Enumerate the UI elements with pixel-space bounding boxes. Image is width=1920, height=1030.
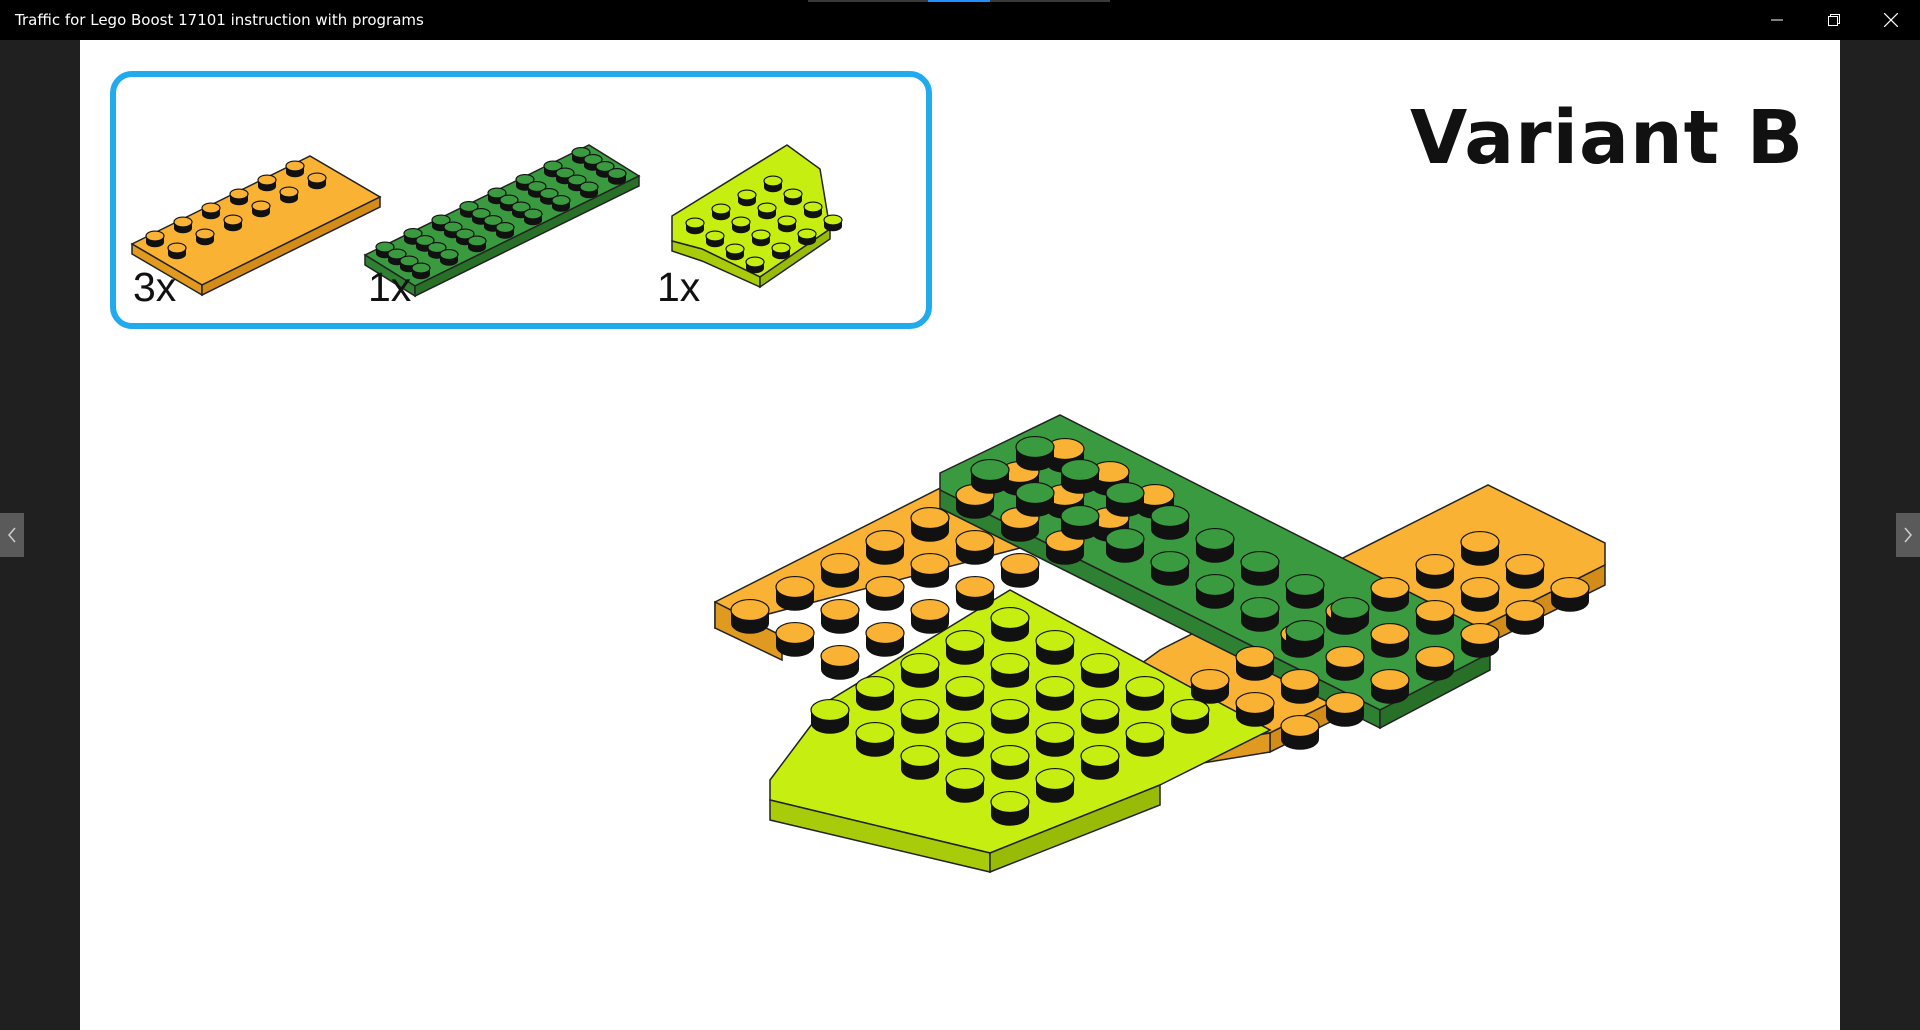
close-button[interactable]	[1862, 0, 1919, 40]
window-title: Traffic for Lego Boost 17101 instruction…	[15, 11, 424, 29]
tab-indicator-active	[928, 0, 990, 2]
variant-heading: Variant B	[1410, 95, 1805, 181]
instruction-page: 3x 1x 1x Variant B	[80, 40, 1840, 1030]
assembly-illustration	[714, 414, 1606, 874]
minimize-button[interactable]	[1748, 0, 1805, 40]
parts-illustration	[130, 144, 843, 298]
tab-indicator	[808, 0, 1110, 2]
chevron-left-icon	[8, 527, 16, 543]
chevron-right-icon	[1904, 527, 1912, 543]
restore-button[interactable]	[1805, 0, 1862, 40]
parts-list	[110, 71, 932, 329]
title-bar: Traffic for Lego Boost 17101 instruction…	[0, 0, 1920, 40]
close-icon	[1883, 13, 1898, 27]
next-page-button[interactable]	[1896, 513, 1920, 557]
previous-page-button[interactable]	[0, 513, 24, 557]
restore-icon	[1827, 14, 1840, 26]
part-qty-orange: 3x	[133, 264, 177, 310]
part-qty-dark-green: 1x	[368, 264, 412, 310]
part-qty-lime: 1x	[657, 264, 701, 310]
minimize-icon	[1770, 19, 1783, 21]
